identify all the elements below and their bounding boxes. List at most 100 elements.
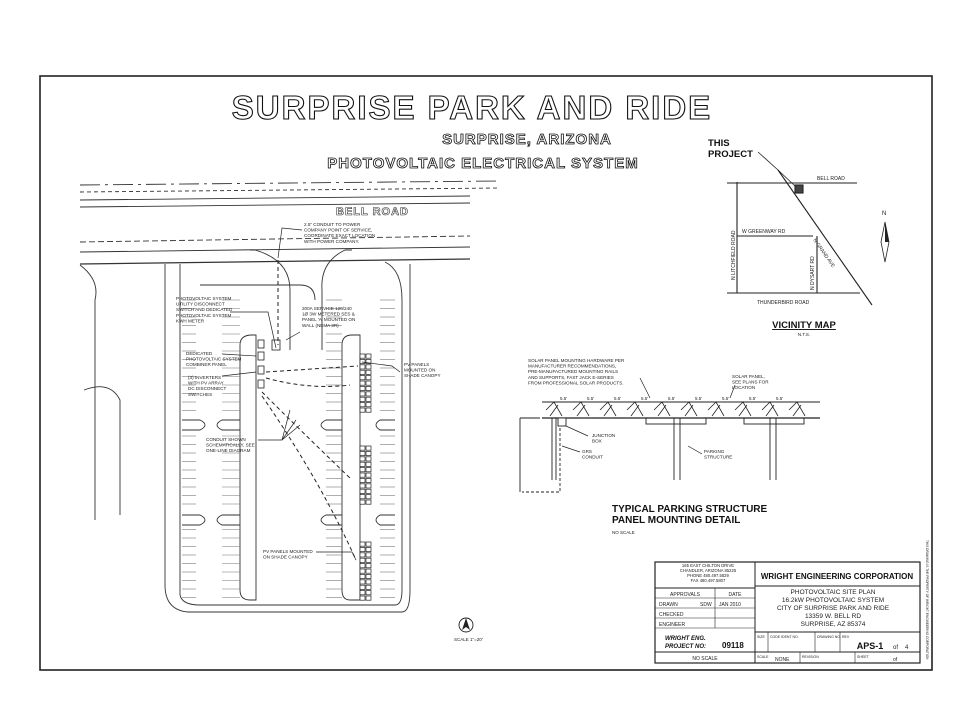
- pv-panel: [359, 456, 366, 462]
- pv-panel: [359, 494, 366, 500]
- parking-structure-note-line: PARKING: [704, 449, 725, 454]
- detail-panel-bracket: [653, 401, 671, 417]
- mounting-detail-notes: SOLAR PANEL MOUNTING HARDWARE PERMANUFAC…: [528, 358, 769, 460]
- rev-label: REV: [842, 635, 850, 639]
- pv-panel: [365, 472, 372, 478]
- conduit-schematic-note-line: ONE-LINE DIAGRAM: [206, 448, 251, 453]
- project-label-line1: WRIGHT ENG.: [665, 636, 706, 642]
- pv-panel: [359, 391, 366, 397]
- hardware-note-line: MANUFACTURER RECOMMENDATIONS,: [528, 364, 616, 369]
- pv-panel: [359, 552, 366, 558]
- pv-panel: [359, 547, 366, 552]
- utility-disconnect-note-line: UTILITY DISCONNECT: [176, 302, 225, 307]
- detail-panel-module: [711, 404, 721, 417]
- address-line: CHANDLER, ARIZONA 85225: [680, 568, 737, 573]
- north-arrow-icon: [458, 617, 474, 633]
- pv-panel: [359, 488, 366, 494]
- hardware-note-line: PRE-MANUFACTURED MOUNTING RAILS: [528, 369, 618, 374]
- conduit-runs: [261, 260, 359, 561]
- pv-panel: [359, 396, 366, 402]
- utility-disconnect-note-line: PHOTOVOLTAIC SYSTEM: [176, 313, 232, 318]
- drawn-by: SDW: [700, 602, 712, 608]
- grs-conduit-note-line: CONDUIT: [582, 455, 603, 460]
- detail-panel-module: [738, 404, 748, 417]
- main-title: SURPRISE PARK AND RIDE: [232, 89, 712, 126]
- pv-panel: [359, 483, 366, 489]
- street-bell-road: BELL ROAD: [817, 176, 845, 182]
- pv-panel: [365, 483, 372, 489]
- pv-panel: [365, 353, 372, 359]
- this-project-line2: PROJECT: [708, 149, 753, 160]
- pv-panel: [359, 445, 366, 451]
- pv-panel: [359, 595, 366, 601]
- pv-panel: [359, 402, 366, 408]
- this-project-line1: THIS: [708, 138, 730, 149]
- detail-panel-module: [657, 404, 667, 417]
- utility-disconnect-note-line: PHOTOVOLTAIC SYSTEM: [176, 296, 232, 301]
- service-note-line: 1Ø 3W METERED SES &: [302, 312, 355, 317]
- site-plan: [79, 180, 501, 613]
- pv-panel: [365, 574, 372, 579]
- spacing-label: 5.5': [668, 396, 675, 401]
- hardware-note-line: FROM PROFESSIONAL SOLAR PRODUCTS.: [528, 380, 624, 385]
- pv-panel: [365, 563, 372, 569]
- note-leaders: [221, 227, 401, 561]
- sheet-title-line: PHOTOVOLTAIC SITE PLAN: [791, 589, 876, 596]
- mounting-detail: [519, 401, 820, 493]
- conduit-power-note-line: WITH POWER COMPANY.: [304, 239, 359, 244]
- detail-spacing-labels: 5.5'5.5'5.5'5.5'5.5'5.5'5.5'5.5'5.5': [560, 396, 783, 401]
- pv-panel: [359, 584, 366, 590]
- pv-panel: [365, 557, 372, 563]
- combiner-note-line: COMBINER PANEL: [186, 362, 227, 367]
- utility-disconnect-note-line: SWITCH AND DEDICATED: [176, 307, 233, 312]
- pv-panel-arrays: [359, 353, 372, 601]
- service-note-line: WALL (NEMA 3R): [302, 323, 339, 328]
- detail-panel-module: [603, 404, 613, 417]
- spacing-label: 5.5': [695, 396, 702, 401]
- sheet-title-line: 13359 W. BELL RD: [805, 613, 861, 620]
- spacing-label: 5.5': [614, 396, 621, 401]
- project-number: 09118: [722, 641, 744, 650]
- detail-panel-bracket: [599, 401, 617, 417]
- pv-panel: [359, 472, 366, 478]
- drawing-no-label: DRAWING NO.: [817, 635, 841, 639]
- pv-panel: [359, 478, 366, 483]
- spacing-label: 5.5': [776, 396, 783, 401]
- detail-panel-bracket: [572, 401, 590, 417]
- plan-scale: SCALE 1"=20': [454, 637, 483, 642]
- solar-panel-note-line: LOCATION: [732, 385, 755, 390]
- pv-panel: [359, 574, 366, 579]
- drawn-date: JAN 2010: [719, 602, 741, 608]
- hardware-note-line: AND SUPPORTS, FAST JACK E-SERIES: [528, 375, 614, 380]
- detail-panel-module: [792, 404, 802, 417]
- street-litchfield: N LITCHFIELD ROAD: [731, 230, 737, 280]
- detail-panel-module: [765, 404, 775, 417]
- pv-panel: [365, 590, 372, 596]
- conduit-power-note-line: COMPANY POINT OF SERVICE,: [304, 228, 372, 233]
- pv-panels-right-note-line: PV PANELS: [404, 362, 429, 367]
- pv-panel: [365, 488, 372, 494]
- inverters-note-line: SWITCHES: [188, 392, 212, 397]
- pv-panel: [365, 541, 372, 547]
- vicinity-north-arrow-icon: [880, 221, 890, 263]
- pv-panel: [365, 402, 372, 408]
- pv-panel: [365, 369, 372, 375]
- project-label-line2: PROJECT NO:: [665, 644, 706, 650]
- pv-panels-right-note-line: MOUNTED ON: [404, 368, 435, 373]
- detail-panel-module: [684, 404, 694, 417]
- pv-panel: [365, 595, 372, 601]
- bell-road-label: BELL ROAD: [336, 206, 409, 218]
- combiner-note-line: DEDICATED: [186, 351, 213, 356]
- detail-panel-bracket: [761, 401, 779, 417]
- inverters-note-line: (3) INVERTERS: [188, 375, 221, 380]
- detail-title-line1: TYPICAL PARKING STRUCTURE: [612, 504, 768, 515]
- approvals-header: APPROVALS: [670, 592, 701, 598]
- pv-panel: [365, 552, 372, 558]
- vicinity-map-title: VICINITY MAP: [772, 320, 836, 331]
- pv-panel: [359, 579, 366, 585]
- junction-box-note-line: BOX: [592, 439, 602, 444]
- junction-box-note-line: JUNCTION: [592, 433, 615, 438]
- pv-panel: [359, 568, 366, 574]
- pv-panels-bottom-note-line: ON SHADE CANOPY: [263, 555, 308, 560]
